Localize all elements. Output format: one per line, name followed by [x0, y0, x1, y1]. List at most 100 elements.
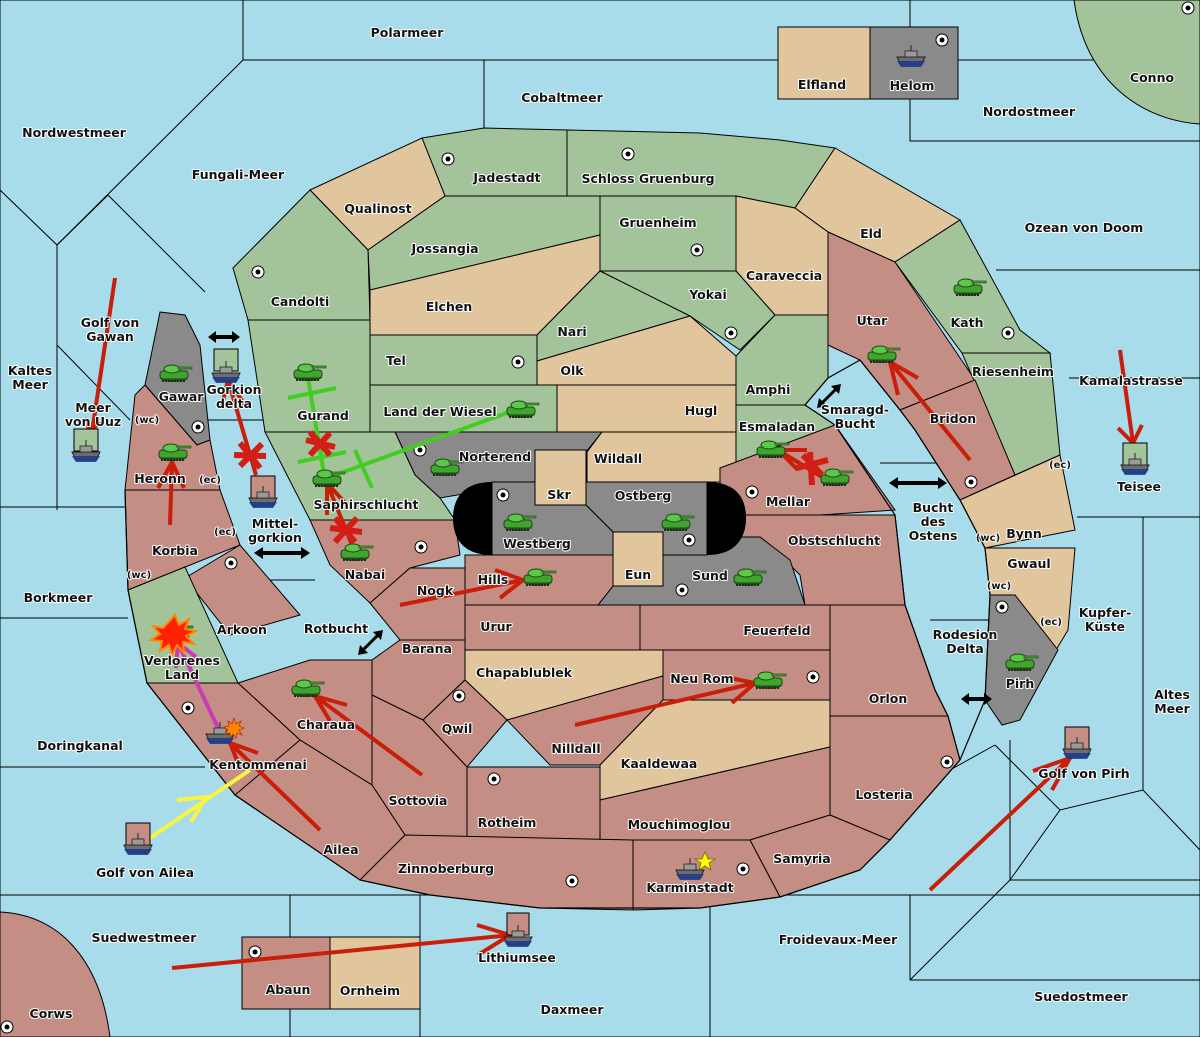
label-mittelgorkion: Mittel-gorkion [248, 516, 302, 545]
destroyed-unit-explosion-icon [148, 613, 200, 658]
label-wildall: Wildall [594, 451, 642, 466]
label-feuerfeld: Feuerfeld [743, 623, 810, 638]
region-eun[interactable] [612, 531, 664, 587]
label-skr: Skr [547, 487, 571, 502]
label-zinnoberburg: Zinnoberburg [398, 861, 494, 876]
region-candolti[interactable] [232, 189, 371, 321]
label-samyria: Samyria [773, 851, 831, 866]
label-orlon: Orlon [869, 691, 908, 706]
region-arkoon[interactable] [184, 544, 301, 636]
label-elfland: Elfland [798, 77, 846, 92]
coast-tag-bynn-wc: (wc) [976, 533, 1000, 544]
land-labels: Elfland Helom Conno Jadestadt Schloss Gr… [29, 69, 1176, 1022]
label-nilldall: Nilldall [551, 741, 600, 756]
supply-center-icon [621, 147, 635, 161]
failed-order-cross-icon [233, 441, 267, 470]
label-jadestadt: Jadestadt [472, 170, 540, 185]
supply-center-icon [940, 755, 954, 769]
failed-order-cross-icon [329, 515, 363, 545]
label-nabai: Nabai [345, 567, 386, 582]
supply-center-icon [935, 33, 949, 47]
label-kath: Kath [951, 315, 984, 330]
coast-tag-korbia-wc: (wc) [127, 570, 151, 581]
supply-center-icon [496, 488, 510, 502]
label-nari: Nari [557, 324, 586, 339]
label-karminstadt: Karminstadt [646, 880, 733, 895]
label-tel: Tel [386, 353, 406, 368]
impassable-east-cap [707, 482, 746, 555]
supply-center-icon [964, 475, 978, 489]
supply-center-icon [724, 326, 738, 340]
supply-center-icon [806, 670, 820, 684]
supply-center-icon [452, 689, 466, 703]
units [71, 44, 1150, 948]
label-nordwestmeer: Nordwestmeer [22, 125, 127, 140]
region-conno[interactable] [1073, 0, 1200, 125]
label-froidevaux-meer: Froidevaux-Meer [779, 932, 898, 947]
label-cobaltmeer: Cobaltmeer [521, 90, 603, 105]
label-sund: Sund [692, 568, 728, 583]
label-smaragd-bucht: Smaragd-Bucht [821, 402, 889, 431]
region-gruenheim[interactable] [599, 195, 737, 272]
label-norterend: Norterend [459, 449, 531, 464]
label-heronn: Heronn [134, 471, 186, 486]
supply-center-icon [682, 533, 696, 547]
supply-center-icon [248, 945, 262, 959]
coast-tag-korbia-ec: (ec) [214, 527, 236, 538]
label-elchen: Elchen [426, 299, 473, 314]
label-helom: Helom [890, 78, 935, 93]
label-bynn: Bynn [1006, 526, 1041, 541]
coast-tags: (wc) (ec) (ec) (wc) (ec) (wc) (wc) (ec) [126, 414, 1072, 629]
supply-center-icon [441, 152, 455, 166]
double-arrow-icon [358, 630, 383, 655]
coast-tag-gwaul-wc: (wc) [987, 581, 1011, 592]
supply-center-icon [995, 600, 1009, 614]
label-hugl: Hugl [685, 403, 718, 418]
supply-center-icon [224, 556, 238, 570]
label-schloss-gruenburg: Schloss Gruenburg [581, 171, 714, 186]
supply-center-icon [251, 265, 265, 279]
label-olk: Olk [560, 363, 584, 378]
label-suedostmeer: Suedostmeer [1034, 989, 1128, 1004]
sea-labels: Polarmeer Cobaltmeer Nordwestmeer Fungal… [7, 24, 1192, 1018]
supply-center-icon [487, 772, 501, 786]
label-ozean-von-doom: Ozean von Doom [1025, 220, 1144, 235]
label-nogk: Nogk [417, 583, 454, 598]
label-mouchimoglou: Mouchimoglou [628, 817, 731, 832]
label-lithiumsee: Lithiumsee [478, 950, 556, 965]
label-korbia: Korbia [152, 543, 198, 558]
label-fungali-meer: Fungali-Meer [192, 167, 285, 182]
supply-center-icon [191, 420, 205, 434]
label-pirh: Pirh [1006, 676, 1035, 691]
double-arrow-icon [254, 547, 310, 559]
region-corws[interactable] [0, 911, 111, 1037]
label-charaua: Charaua [297, 717, 355, 732]
region-nogk[interactable] [369, 567, 466, 641]
label-gwaul: Gwaul [1007, 556, 1050, 571]
label-rotheim: Rotheim [478, 815, 537, 830]
label-daxmeer: Daxmeer [540, 1002, 604, 1017]
label-ailea: Ailea [323, 842, 358, 857]
label-kentommenai: Kentommenai [209, 757, 307, 772]
label-qwil: Qwil [442, 721, 473, 736]
label-corws: Corws [30, 1006, 73, 1021]
order-move-arrow [399, 568, 528, 607]
label-nordostmeer: Nordostmeer [983, 104, 1076, 119]
label-kupfer-kueste: Kupfer-Küste [1079, 605, 1132, 634]
coast-tag-heronn-ec: (ec) [199, 475, 221, 486]
label-hills: Hills [478, 572, 509, 587]
double-arrow-icon [961, 693, 992, 705]
adjacency-arrows [208, 331, 992, 705]
double-arrow-icon [208, 331, 240, 343]
label-borkmeer: Borkmeer [24, 590, 94, 605]
supply-center-icon [745, 485, 759, 499]
supply-center-icon [675, 583, 689, 597]
label-rotbucht: Rotbucht [304, 621, 368, 636]
